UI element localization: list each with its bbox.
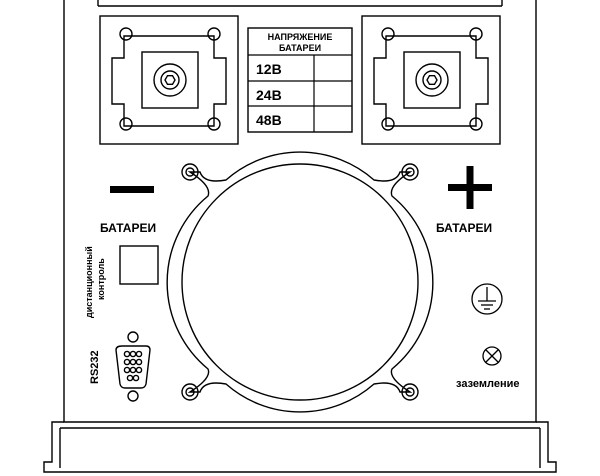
positive-terminal-block <box>361 15 501 145</box>
ground-screw-icon <box>482 346 502 366</box>
remote-control-port: дистанционный контроль <box>84 245 159 318</box>
chassis <box>43 0 557 473</box>
minus-icon <box>110 186 154 193</box>
ground-symbol-icon <box>471 283 503 315</box>
voltage-option-48v: 48В <box>256 112 282 128</box>
battery-positive-marking: БАТАРЕИ <box>436 166 492 235</box>
battery-positive-label: БАТАРЕИ <box>436 221 492 235</box>
voltage-table-header-line1: НАПРЯЖЕНИЕ <box>268 32 333 42</box>
voltage-option-12v: 12В <box>256 61 282 77</box>
db9-connector-icon <box>115 345 151 389</box>
ground-label: заземление <box>456 378 520 390</box>
remote-control-label-line2: контроль <box>96 258 106 300</box>
voltage-table-header-line2: БАТАРЕИ <box>279 43 321 53</box>
rs232-label: RS232 <box>89 350 101 384</box>
battery-negative-marking: БАТАРЕИ <box>100 186 156 235</box>
rs232-port: RS232 <box>89 331 151 402</box>
battery-voltage-table: НАПРЯЖЕНИЕ БАТАРЕИ 12В 24В 48В <box>247 27 353 133</box>
remote-control-label-line1: дистанционный <box>84 246 94 318</box>
negative-terminal-block <box>99 15 239 145</box>
voltage-option-24v: 24В <box>256 87 282 103</box>
battery-negative-label: БАТАРЕИ <box>100 221 156 235</box>
ground-terminal: заземление <box>456 283 520 390</box>
fan-opening <box>166 151 434 413</box>
